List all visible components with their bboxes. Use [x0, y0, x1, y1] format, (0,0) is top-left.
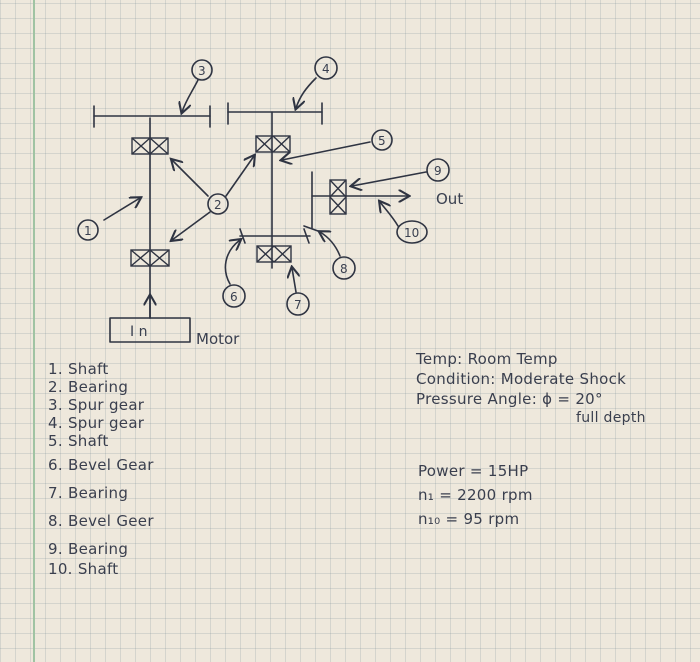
- legend-item-7: 7. Bearing: [48, 484, 129, 502]
- legend-item-10: 10. Shaft: [48, 560, 119, 578]
- legend-item-4: 4. Spur gear: [48, 414, 145, 432]
- callout-9: 9: [426, 158, 450, 182]
- callout-7: 7: [286, 292, 310, 316]
- bearing-shaft1-top: [131, 137, 169, 155]
- power-text: Power = 15HP: [418, 462, 529, 480]
- svg-text:1: 1: [84, 224, 92, 238]
- svg-text:7: 7: [294, 298, 302, 312]
- margin-line: [33, 0, 35, 662]
- callout-3: 3: [191, 59, 213, 81]
- full-depth-text: full depth: [576, 410, 646, 426]
- legend-item-2: 2. Bearing: [48, 378, 129, 396]
- bearing-shaft5-top: [255, 135, 291, 153]
- callout-1: 1: [77, 219, 99, 241]
- motor-box: [109, 317, 191, 343]
- svg-text:6: 6: [230, 290, 238, 304]
- svg-text:9: 9: [434, 164, 442, 178]
- callout-8: 8: [332, 256, 356, 280]
- callout-4: 4: [314, 56, 338, 80]
- motor-box-text: I n: [130, 324, 147, 340]
- legend-item-6: 6. Bevel Gear: [48, 456, 154, 474]
- motor-label: Motor: [196, 330, 240, 348]
- svg-text:3: 3: [198, 64, 206, 78]
- legend-item-5: 5. Shaft: [48, 432, 109, 450]
- callout-5: 5: [371, 129, 393, 151]
- legend-item-1: 1. Shaft: [48, 360, 109, 378]
- svg-text:4: 4: [322, 62, 330, 76]
- n1-text: n₁ = 2200 rpm: [418, 486, 533, 504]
- svg-text:5: 5: [378, 134, 386, 148]
- out-label: Out: [436, 190, 463, 208]
- callout-6: 6: [222, 284, 246, 308]
- callout-2: 2: [207, 193, 229, 215]
- pressure-angle-text: Pressure Angle: ϕ = 20°: [416, 390, 603, 408]
- bearing-shaft1-bottom: [130, 249, 170, 267]
- bearing-9: [329, 179, 347, 215]
- legend-item-9: 9. Bearing: [48, 540, 129, 558]
- svg-text:10: 10: [404, 226, 419, 240]
- svg-text:8: 8: [340, 262, 348, 276]
- svg-text:2: 2: [214, 198, 222, 212]
- callout-10: 10: [396, 220, 428, 244]
- temp-text: Temp: Room Temp: [416, 350, 558, 368]
- bearing-7: [256, 245, 292, 263]
- legend-item-3: 3. Spur gear: [48, 396, 145, 414]
- n10-text: n₁₀ = 95 rpm: [418, 510, 520, 528]
- condition-text: Condition: Moderate Shock: [416, 370, 627, 388]
- legend-item-8: 8. Bevel Geer: [48, 512, 154, 530]
